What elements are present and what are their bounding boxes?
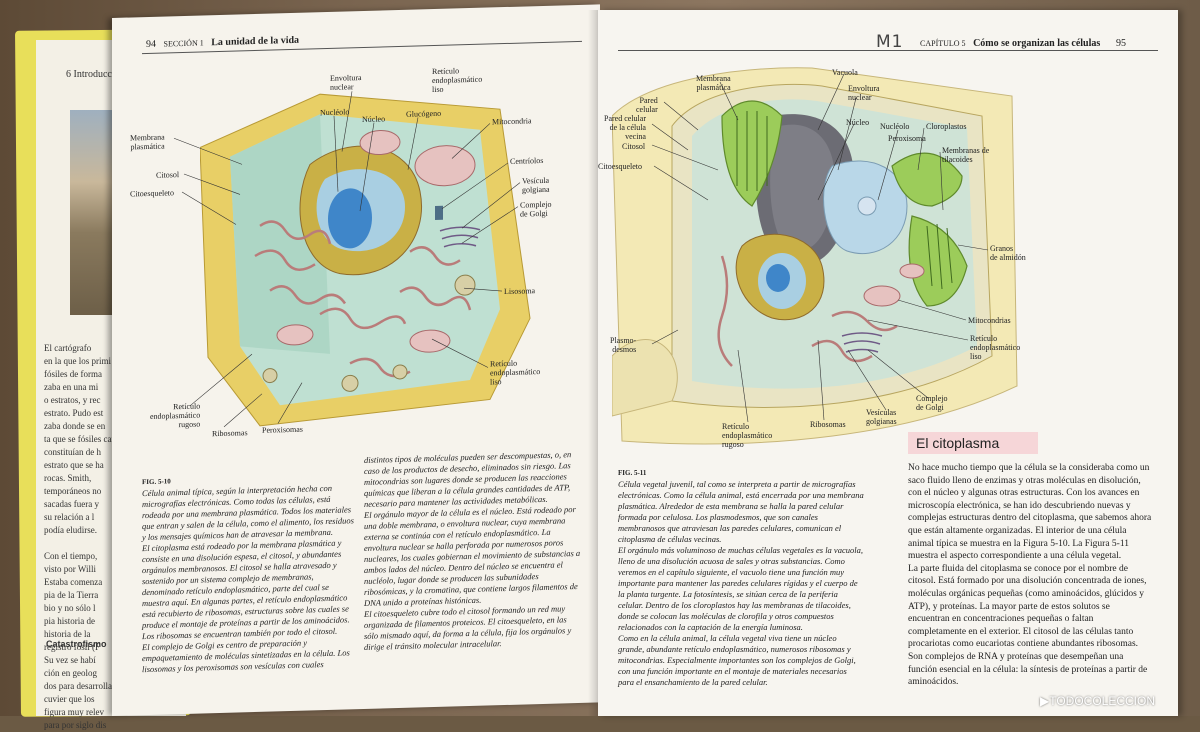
background-book-section-title: Catastrofismo — [46, 639, 107, 649]
background-book-line: temporáneos no — [44, 486, 102, 496]
watermark: ▶TODOCOLECCION — [1040, 694, 1156, 708]
background-book-line: para por siglo dis — [44, 720, 107, 730]
animal-cell-illustration — [200, 93, 531, 427]
label-reticulo-liso-plant: Retículo endoplasmático liso — [970, 334, 1021, 361]
label-cloroplastos: Cloroplastos — [926, 122, 967, 131]
background-book-line: podía eludirse. — [44, 525, 97, 535]
background-book-line: cuvier que los — [44, 694, 95, 704]
label-envoltura-nuclear-plant: Envoltura nuclear — [848, 84, 880, 102]
label-nucleo-plant: Núcleo — [846, 118, 870, 127]
label-plasmodesmos: Plasmo- desmos — [610, 336, 637, 354]
label-granos-almidon: Granos de almidón — [990, 244, 1026, 262]
background-book-line: El cartógrafo — [44, 343, 92, 353]
chapter-title: Cómo se organizan las células — [973, 38, 1101, 49]
label-citoesqueleto-plant: Citoesqueleto — [598, 162, 642, 171]
background-book-line: pia historia de — [44, 616, 95, 626]
section-body-text: No hace mucho tiempo que la célula se la… — [908, 463, 1152, 688]
right-page-header: CAPÍTULO 5 Cómo se organizan las células — [920, 38, 1100, 49]
background-book-line: sacadas fuera y — [44, 499, 99, 509]
label-complejo-golgi-plant: Complejo de Golgi — [916, 394, 948, 412]
background-book-line: Estaba comenza — [44, 577, 103, 587]
section-title-citoplasma: El citoplasma — [916, 435, 1000, 451]
label-ribosomas-plant: Ribosomas — [810, 420, 846, 429]
left-page: 94 SECCIÓN 1 La unidad de la vida — [112, 4, 600, 717]
background-book-line: rocas. Smith, — [44, 473, 92, 483]
label-membrana-plasmatica-plant: Membrana plasmática — [696, 74, 731, 92]
background-book-header: 6 Introducció — [66, 69, 120, 80]
background-book-line: en la que los primi — [44, 356, 111, 366]
label-membranas-tilacoides: Membranas de tilacoides — [942, 146, 990, 164]
figure-5-11-caption: FIG. 5-11 Célula vegetal juvenil, tal co… — [618, 456, 864, 688]
background-book-line: Con el tiempo, — [44, 551, 98, 561]
background-book-line: su relación a l — [44, 512, 95, 522]
background-book-line: historia de la — [44, 629, 91, 639]
background-book-line: bio y no sólo l — [44, 603, 96, 613]
background-book-line: estrato. Pudo est — [44, 408, 104, 418]
background-book-text: El cartógrafo en la que los primi fósiles … — [44, 342, 116, 654]
background-book-line: registro fósil (F — [44, 642, 100, 652]
right-figure-leaders — [651, 73, 989, 423]
handwritten-note: M1 — [876, 32, 904, 52]
label-pared-celular: Pared celular — [636, 96, 658, 114]
background-book-line: o estratos, y rec — [44, 395, 101, 405]
background-book-line: zaba donde se en — [44, 421, 106, 431]
background-book-line: figura muy relev — [44, 707, 104, 717]
figure-5-10-caption-col2: distintos tipos de moléculas pueden ser … — [364, 449, 581, 652]
figure-5-11-label: FIG. 5-11 — [618, 469, 647, 477]
background-book-line: constituían de h — [44, 447, 101, 457]
label-nucleolo-plant: Nucléolo — [880, 122, 910, 131]
header-rule-right — [618, 50, 1158, 51]
chapter-label: CAPÍTULO 5 — [920, 39, 966, 48]
label-reticulo-rugoso-plant: Retículo endoplasmático rugoso — [722, 422, 773, 449]
background-book-line: pia de la Tierra — [44, 590, 99, 600]
page-number-right: 95 — [1116, 38, 1126, 49]
background-book-line: ción en geolog — [44, 668, 97, 678]
background-book-text-2: Su vez se habí ción en geolog dos para des… — [44, 654, 112, 732]
background-book-line: dos para desarrolla — [44, 681, 112, 691]
background-book-line: visto por Willi — [44, 564, 96, 574]
label-vesiculas-golgianas: Vesículas golgianas — [866, 408, 897, 426]
label-vacuola: Vacuola — [832, 68, 858, 77]
figure-5-11-caption-text: Célula vegetal juvenil, tal como se inte… — [618, 479, 864, 687]
right-page: CAPÍTULO 5 Cómo se organizan las células… — [598, 10, 1178, 716]
background-book-line: ta que se fósiles can — [44, 434, 116, 444]
background-book-line: Su vez se habí — [44, 655, 96, 665]
figure-5-10-caption-text: Célula animal típica, según la interpret… — [142, 482, 354, 675]
figure-5-10-caption-col1: FIG. 5-10 Célula animal típica, según la… — [142, 459, 354, 675]
plant-cell-illustration — [612, 67, 1018, 445]
background-book-line: zaba en una mi — [44, 382, 99, 392]
figure-5-10-label: FIG. 5-10 — [142, 477, 171, 487]
background-book-line: estrato que se ha — [44, 460, 104, 470]
section-title-highlight — [908, 432, 1038, 454]
label-peroxisoma: Peroxisoma — [888, 134, 926, 143]
background-book-line — [44, 537, 116, 550]
label-mitocondrias-plant: Mitocondrias — [968, 316, 1011, 325]
left-figure-leaders — [173, 91, 521, 428]
label-pared-celular-vecina: Pared celular de la célula vecina — [604, 114, 646, 141]
label-citosol-plant: Citosol — [622, 142, 646, 151]
background-book-line: fósiles de forma — [44, 369, 102, 379]
